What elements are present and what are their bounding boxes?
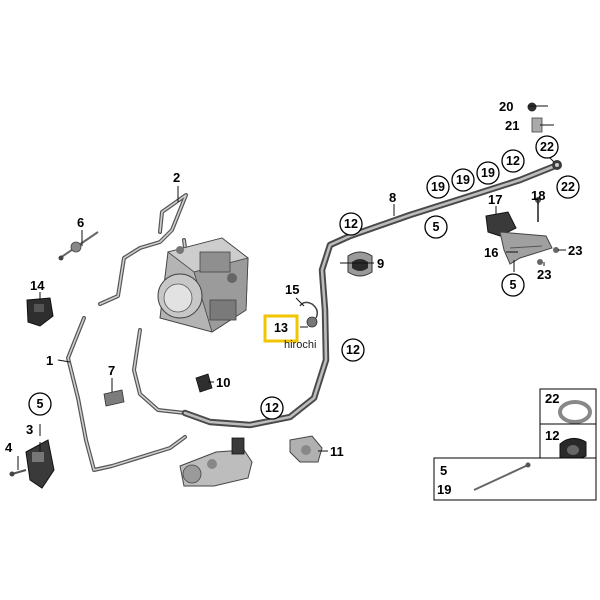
legend-label-19: 19 (437, 482, 451, 497)
brake-master-cylinder (179, 437, 253, 487)
part-14-bracket (26, 297, 54, 327)
legend-label-22: 22 (545, 391, 559, 406)
part-16-bracket (499, 231, 553, 265)
label-4: 4 (5, 440, 13, 455)
legend-box-5-19: 5 19 (433, 457, 597, 501)
label-20: 20 (499, 99, 513, 114)
svg-text:5: 5 (510, 278, 517, 292)
svg-text:19: 19 (481, 166, 495, 180)
label-14: 14 (30, 278, 45, 293)
label-18: 18 (531, 188, 545, 203)
svg-text:22: 22 (540, 140, 554, 154)
legend-label-12: 12 (545, 428, 559, 443)
circled-label-22-a: 22 (535, 135, 559, 159)
circled-label-12-d: 12 (501, 149, 525, 173)
brake-pipe-2 (98, 193, 188, 306)
svg-text:12: 12 (344, 217, 358, 231)
label-21: 21 (505, 118, 519, 133)
label-9: 9 (377, 256, 384, 271)
label-17: 17 (488, 192, 502, 207)
label-2: 2 (173, 170, 180, 185)
svg-text:12: 12 (265, 401, 279, 415)
part-20-cap (527, 102, 537, 112)
label-15: 15 (285, 282, 299, 297)
watermark-text: hirochi (284, 339, 316, 351)
abs-modulator-unit (157, 237, 249, 333)
circled-label-12-c: 12 (260, 396, 284, 420)
brake-hose-8 (181, 160, 562, 429)
label-1: 1 (46, 353, 53, 368)
svg-text:19: 19 (456, 173, 470, 187)
part-15-wire-clip (299, 301, 319, 328)
circled-label-5-right: 5 (501, 273, 525, 297)
part-7-pipe-clip (103, 389, 125, 407)
circled-label-19-c: 19 (476, 161, 500, 185)
svg-text:5: 5 (37, 397, 44, 411)
circled-label-22-b: 22 (556, 175, 580, 199)
leader-lines (17, 105, 566, 470)
part-10-clip (195, 373, 213, 393)
svg-text:5: 5 (433, 220, 440, 234)
part-17-sensor (485, 211, 517, 237)
legend-label-5: 5 (440, 463, 447, 478)
label-8: 8 (389, 190, 396, 205)
label-6: 6 (77, 215, 84, 230)
label-23-top: 23 (568, 243, 582, 258)
label-13: 13 (274, 321, 288, 335)
part-4-screw (9, 469, 27, 477)
circled-label-19-b: 19 (451, 168, 475, 192)
label-7: 7 (108, 363, 115, 378)
svg-text:19: 19 (431, 180, 445, 194)
circled-label-5-mid: 5 (424, 215, 448, 239)
label-11: 11 (330, 444, 344, 459)
part-6-bleed-valve (58, 231, 99, 261)
part-3-caliper-bracket (25, 439, 55, 489)
svg-text:22: 22 (561, 180, 575, 194)
part-11-hose-fitting (289, 435, 323, 463)
label-23-bottom: 23 (537, 267, 551, 282)
circled-label-12-a: 12 (339, 212, 363, 236)
svg-text:12: 12 (506, 154, 520, 168)
part-9-grommet (347, 251, 373, 277)
svg-text:12: 12 (346, 343, 360, 357)
brake-pipe-1 (66, 316, 187, 472)
part-23-nuts (537, 247, 559, 265)
circled-label-19-a: 19 (426, 175, 450, 199)
label-3: 3 (26, 422, 33, 437)
label-16: 16 (484, 245, 498, 260)
highlighted-part-13[interactable]: 13 (263, 314, 299, 343)
circled-label-5-left: 5 (28, 392, 52, 416)
circled-label-12-b: 12 (341, 338, 365, 362)
label-10: 10 (216, 375, 230, 390)
